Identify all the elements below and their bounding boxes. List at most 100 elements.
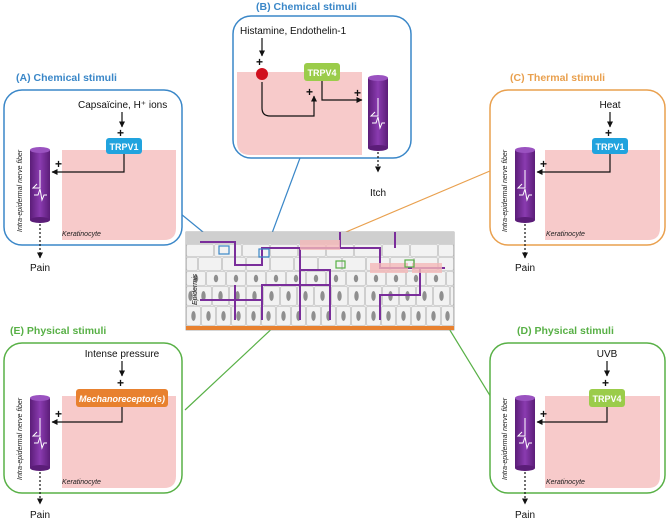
svg-text:+: + bbox=[55, 407, 62, 421]
cell-nucleus bbox=[266, 311, 271, 321]
epidermis-cell bbox=[342, 257, 366, 271]
cell-label: Keratinocyte bbox=[62, 231, 101, 238]
cell-nucleus bbox=[233, 274, 239, 283]
cell-nucleus bbox=[313, 274, 319, 283]
output-label: Itch bbox=[370, 188, 386, 199]
panel-b-title: (B) Chemical stimuli bbox=[256, 1, 357, 13]
cell-nucleus bbox=[236, 311, 241, 321]
panel-a-title: (A) Chemical stimuli bbox=[16, 72, 117, 84]
basal-layer bbox=[186, 326, 454, 330]
svg-text:+: + bbox=[256, 55, 263, 69]
panel-d-title: (D) Physical stimuli bbox=[517, 325, 614, 337]
trpv4-receptor bbox=[589, 389, 625, 407]
receptor-label: TRPV1 bbox=[595, 142, 624, 152]
cell-nucleus bbox=[281, 311, 286, 321]
keratinocyte-highlight bbox=[300, 240, 340, 250]
epidermis-label: Epidermis bbox=[192, 273, 199, 305]
epidermis-cell bbox=[294, 257, 318, 271]
panel-b: (B) Chemical stimuli Histamine, Endothel… bbox=[232, 1, 412, 199]
receptor-label: TRPV1 bbox=[109, 142, 138, 152]
svg-text:+: + bbox=[540, 157, 547, 171]
fiber-label: Intra-epidermal nerve fiber bbox=[502, 397, 509, 480]
nerve-fiber bbox=[515, 395, 535, 471]
trpv4-receptor bbox=[304, 63, 340, 81]
fiber-label: Intra-epidermal nerve fiber bbox=[17, 149, 24, 232]
cell-nucleus bbox=[193, 274, 199, 283]
svg-text:+: + bbox=[306, 85, 313, 99]
keratinocyte-cell bbox=[545, 150, 660, 240]
cell-nucleus bbox=[253, 274, 259, 283]
keratinocyte-highlight bbox=[370, 263, 408, 273]
cell-nucleus bbox=[354, 291, 359, 301]
panel-e: (E) Physical stimuli Intense pressure + … bbox=[3, 325, 183, 521]
keratinocyte-cell bbox=[62, 150, 176, 240]
stimulus-label: Histamine, Endothelin-1 bbox=[240, 26, 347, 37]
output-label: Pain bbox=[30, 510, 50, 521]
cell-nucleus bbox=[401, 311, 406, 321]
epidermis-cell bbox=[270, 244, 298, 257]
panel-a: (A) Chemical stimuli Capsaïcine, H⁺ ions… bbox=[3, 72, 183, 274]
cell-nucleus bbox=[201, 291, 206, 301]
svg-text:+: + bbox=[540, 407, 547, 421]
cell-nucleus bbox=[293, 274, 299, 283]
cell-nucleus bbox=[191, 311, 196, 321]
keratinocyte-highlight bbox=[412, 263, 442, 273]
cell-nucleus bbox=[413, 274, 419, 283]
nerve-fiber bbox=[515, 147, 535, 223]
cell-nucleus bbox=[333, 274, 339, 283]
cell-nucleus bbox=[206, 311, 211, 321]
cell-nucleus bbox=[273, 274, 279, 283]
cell-nucleus bbox=[252, 291, 257, 301]
svg-text:+: + bbox=[354, 86, 361, 100]
cell-nucleus bbox=[337, 291, 342, 301]
svg-text:+: + bbox=[605, 126, 612, 140]
cell-nucleus bbox=[439, 291, 444, 301]
epidermis-cell bbox=[410, 244, 438, 257]
output-label: Pain bbox=[30, 263, 50, 274]
cell-nucleus bbox=[431, 311, 436, 321]
receptor-label: TRPV4 bbox=[307, 68, 336, 78]
cell-nucleus bbox=[433, 274, 439, 283]
stimulus-label: Intense pressure bbox=[85, 349, 160, 360]
cell-nucleus bbox=[371, 291, 376, 301]
epidermis-cell bbox=[446, 271, 454, 286]
cell-nucleus bbox=[393, 274, 399, 283]
cell-nucleus bbox=[251, 311, 256, 321]
fiber-label: Intra-epidermal nerve fiber bbox=[502, 149, 509, 232]
svg-text:+: + bbox=[117, 376, 124, 390]
epidermis-cell bbox=[450, 286, 454, 306]
panel-d: (D) Physical stimuli UVB + TRPV4 + Intra… bbox=[489, 325, 666, 521]
cell-nucleus bbox=[188, 291, 193, 301]
epidermis-cell bbox=[242, 244, 270, 257]
cell-nucleus bbox=[218, 291, 223, 301]
cell-nucleus bbox=[371, 311, 376, 321]
cell-nucleus bbox=[386, 311, 391, 321]
cell-nucleus bbox=[416, 311, 421, 321]
callout-d-marker bbox=[404, 259, 415, 268]
epidermis-cell bbox=[198, 257, 222, 271]
panel-c-title: (C) Thermal stimuli bbox=[510, 72, 605, 84]
cell-nucleus bbox=[286, 291, 291, 301]
cell-nucleus bbox=[213, 274, 219, 283]
cell-nucleus bbox=[356, 311, 361, 321]
stimulus-label: UVB bbox=[597, 349, 618, 360]
cell-nucleus bbox=[269, 291, 274, 301]
cell-nucleus bbox=[235, 291, 240, 301]
trpv1-receptor bbox=[106, 138, 142, 154]
fiber-label: Intra-epidermal nerve fiber bbox=[17, 397, 24, 480]
cell-nucleus bbox=[320, 291, 325, 301]
cell-label: Keratinocyte bbox=[546, 231, 585, 238]
trpv1-receptor bbox=[592, 138, 628, 154]
epidermis-cell bbox=[186, 257, 198, 271]
epidermis-section: Epidermis bbox=[185, 231, 455, 331]
cell-label: Keratinocyte bbox=[546, 479, 585, 486]
connector-c bbox=[319, 167, 498, 244]
nerve-fiber bbox=[30, 395, 50, 471]
epidermis-cell bbox=[438, 244, 454, 257]
nerve-fiber bbox=[368, 75, 388, 151]
cell-nucleus bbox=[373, 274, 379, 283]
cell-nucleus bbox=[422, 291, 427, 301]
cell-nucleus bbox=[341, 311, 346, 321]
svg-text:+: + bbox=[55, 157, 62, 171]
